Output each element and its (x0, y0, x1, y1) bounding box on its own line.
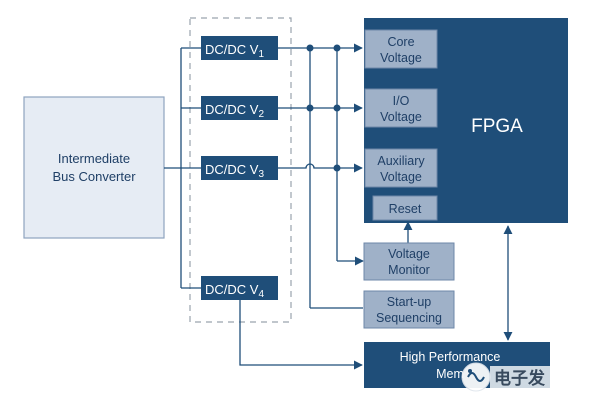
memory-line2: Mem (436, 367, 464, 381)
svg-text:DC/DC V1: DC/DC V1 (205, 42, 264, 60)
startup-sequencing-block: Start-up Sequencing (363, 290, 455, 329)
voltage-monitor-block: Voltage Monitor (363, 242, 455, 281)
dcdc-prefix: DC/DC V (205, 162, 259, 177)
auxiliary-voltage-block: Auxiliary Voltage (364, 148, 438, 188)
ibc-label-line2: Bus Converter (52, 169, 136, 184)
dcdc-v3-subscript: 3 (258, 169, 264, 180)
dcdc-v2-subscript: 2 (258, 109, 264, 120)
dcdc-v2: DC/DC V2 (201, 96, 278, 120)
dcdc-prefix: DC/DC V (205, 282, 259, 297)
startup-line1: Start-up (387, 295, 432, 309)
svg-text:DC/DC V4: DC/DC V4 (205, 282, 264, 300)
memory-block: High Performance Mem (364, 342, 550, 388)
dcdc-prefix: DC/DC V (205, 102, 259, 117)
dcdc-v4: DC/DC V4 (201, 276, 278, 300)
intermediate-bus-converter (23, 96, 165, 239)
dcdc-v3: DC/DC V3 (201, 156, 278, 180)
voltage-monitor-line1: Voltage (388, 247, 430, 261)
input-bus-lines (164, 47, 201, 289)
memory-line1: High Performance (400, 350, 501, 364)
io-voltage-line2: Voltage (380, 110, 422, 124)
auxiliary-voltage-line1: Auxiliary (377, 154, 425, 168)
startup-line2: Sequencing (376, 311, 442, 325)
dcdc-v1-subscript: 1 (258, 49, 264, 60)
voltage-monitor-line2: Monitor (388, 263, 430, 277)
watermark-logo: 电子发 (461, 362, 550, 392)
junction-dots (306, 44, 341, 172)
core-voltage-block: Core Voltage (364, 29, 438, 69)
io-voltage-line1: I/O (393, 94, 410, 108)
reset-block: Reset (372, 195, 438, 221)
reset-label: Reset (389, 202, 422, 216)
rail-lines (239, 43, 513, 370)
core-voltage-line2: Voltage (380, 51, 422, 65)
dcdc-prefix: DC/DC V (205, 42, 259, 57)
svg-text:DC/DC V2: DC/DC V2 (205, 102, 264, 120)
auxiliary-voltage-line2: Voltage (380, 170, 422, 184)
svg-text:DC/DC V3: DC/DC V3 (205, 162, 264, 180)
core-voltage-line1: Core (387, 35, 414, 49)
fpga-title: FPGA (471, 116, 523, 137)
dcdc-v1: DC/DC V1 (201, 36, 278, 60)
ibc-label-line1: Intermediate (58, 151, 130, 166)
io-voltage-block: I/O Voltage (364, 88, 438, 128)
dcdc-v4-subscript: 4 (258, 289, 264, 300)
watermark-text: 电子发 (494, 368, 546, 388)
